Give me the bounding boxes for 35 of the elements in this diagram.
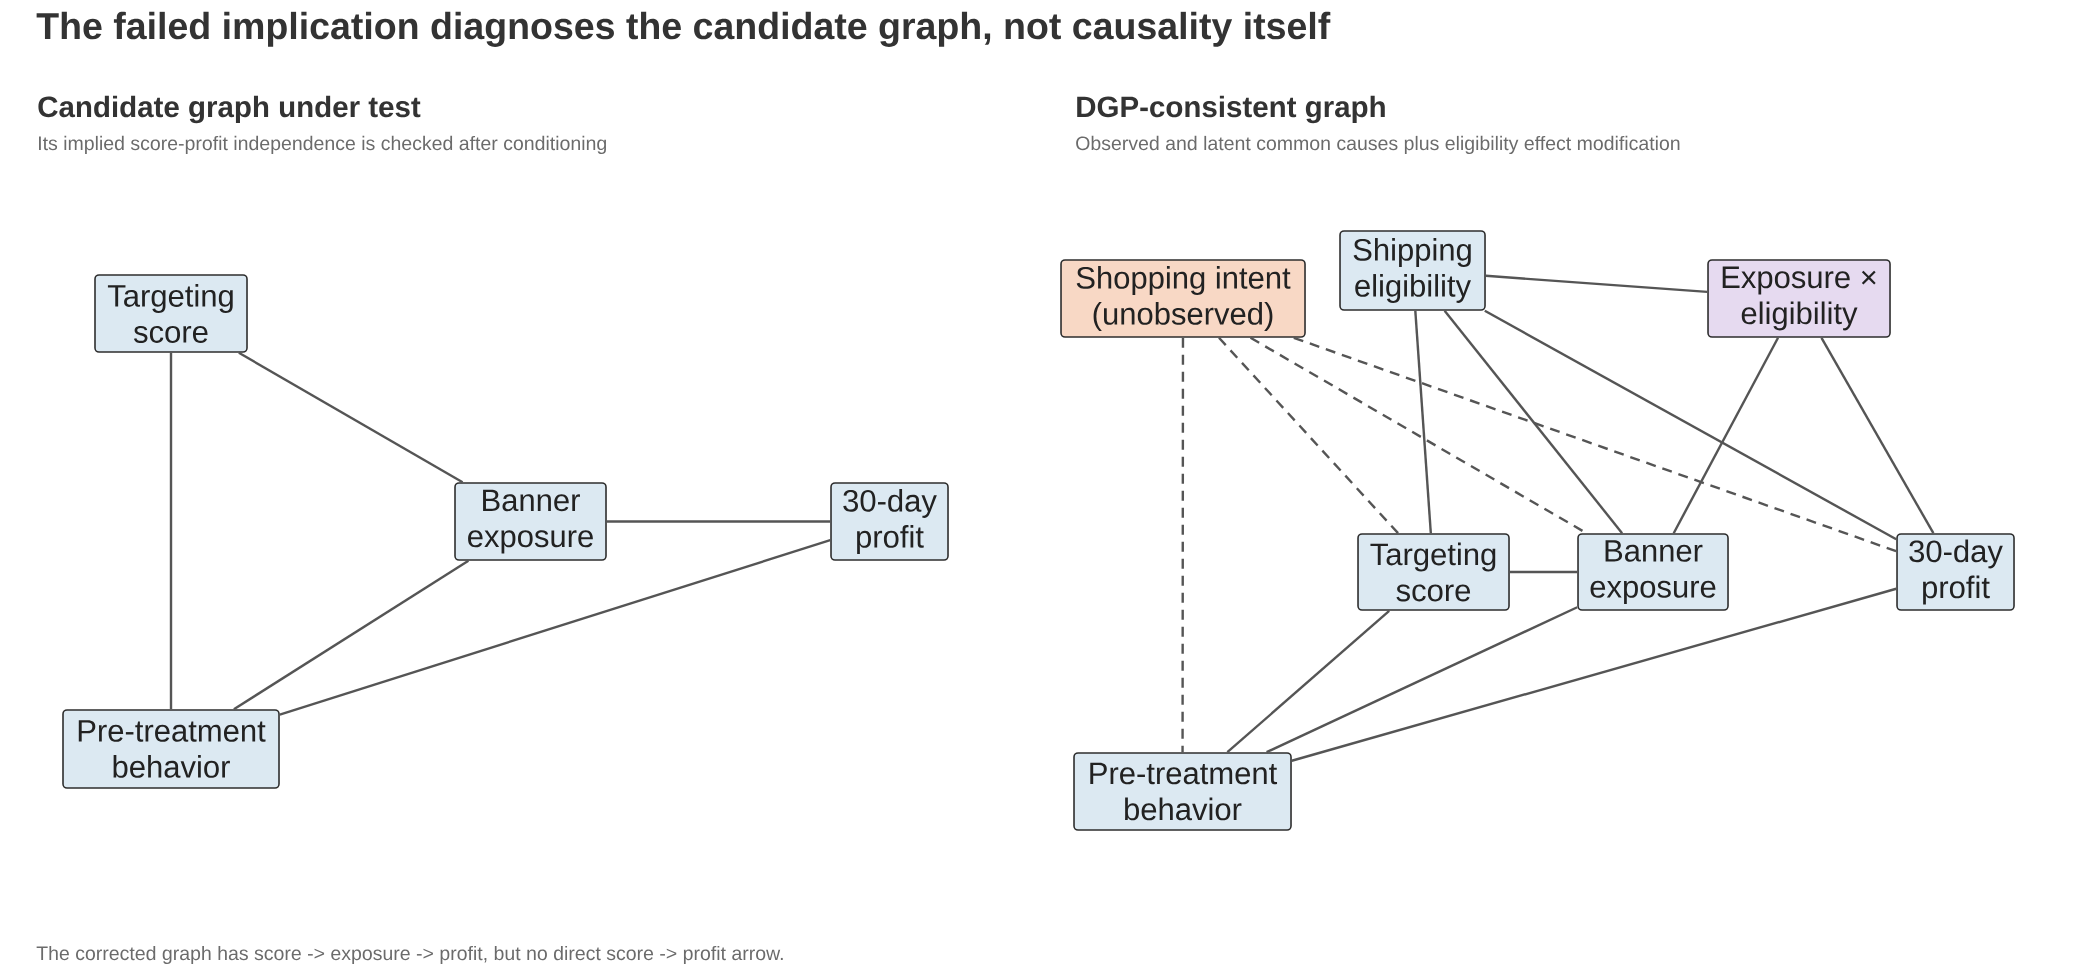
variable-box: Banner exposure: [454, 482, 607, 561]
variable-box: Targeting score: [1357, 533, 1510, 611]
dashed-connector: [1218, 337, 1399, 535]
connector-line: [233, 559, 470, 711]
connector-line: [1226, 609, 1390, 754]
connector-line: [1414, 310, 1432, 534]
variable-box: Targeting score: [94, 274, 248, 353]
connector-line: [1266, 606, 1578, 754]
connector-line: [279, 539, 831, 716]
figure-caption: The corrected graph has score -> exposure -> profit, but no direct score -> profit arrow.: [36, 945, 783, 965]
panel-heading: Candidate graph under test: [38, 95, 421, 124]
dashed-connector: [1181, 337, 1185, 753]
variable-box: Shipping eligibility: [1339, 230, 1486, 311]
variable-box: Exposure × eligibility: [1707, 259, 1891, 338]
variable-box: 30-day profit: [830, 482, 949, 561]
panel-heading: DGP-consistent graph: [1077, 95, 1385, 124]
variable-box: Shopping intent (unobserved): [1060, 259, 1306, 338]
dashed-connector: [1293, 336, 1897, 553]
variable-box: Pre-treatment behavior: [62, 709, 280, 789]
connector-line: [1291, 587, 1897, 762]
connector-line: [238, 351, 464, 484]
connector-line: [1485, 274, 1708, 294]
connector-line: [606, 520, 831, 523]
variable-box: 30-day profit: [1896, 533, 2015, 611]
connector-line: [169, 352, 173, 710]
connector-line: [1820, 337, 1935, 534]
panel-subtitle: Observed and latent common causes plus eligibility effect modification: [1076, 135, 1680, 155]
variable-box: Banner exposure: [1577, 533, 1729, 611]
connector-line: [1484, 309, 1897, 541]
figure-title: The failed implication diagnoses the candidate graph, not causality itself: [36, 11, 1331, 47]
connector-line: [1672, 337, 1780, 534]
connector-line: [1509, 570, 1578, 574]
panel-subtitle: Its implied score-profit independence is checked after conditioning: [39, 135, 606, 155]
variable-box: Pre-treatment behavior: [1073, 752, 1292, 831]
connector-line: [1443, 310, 1624, 534]
